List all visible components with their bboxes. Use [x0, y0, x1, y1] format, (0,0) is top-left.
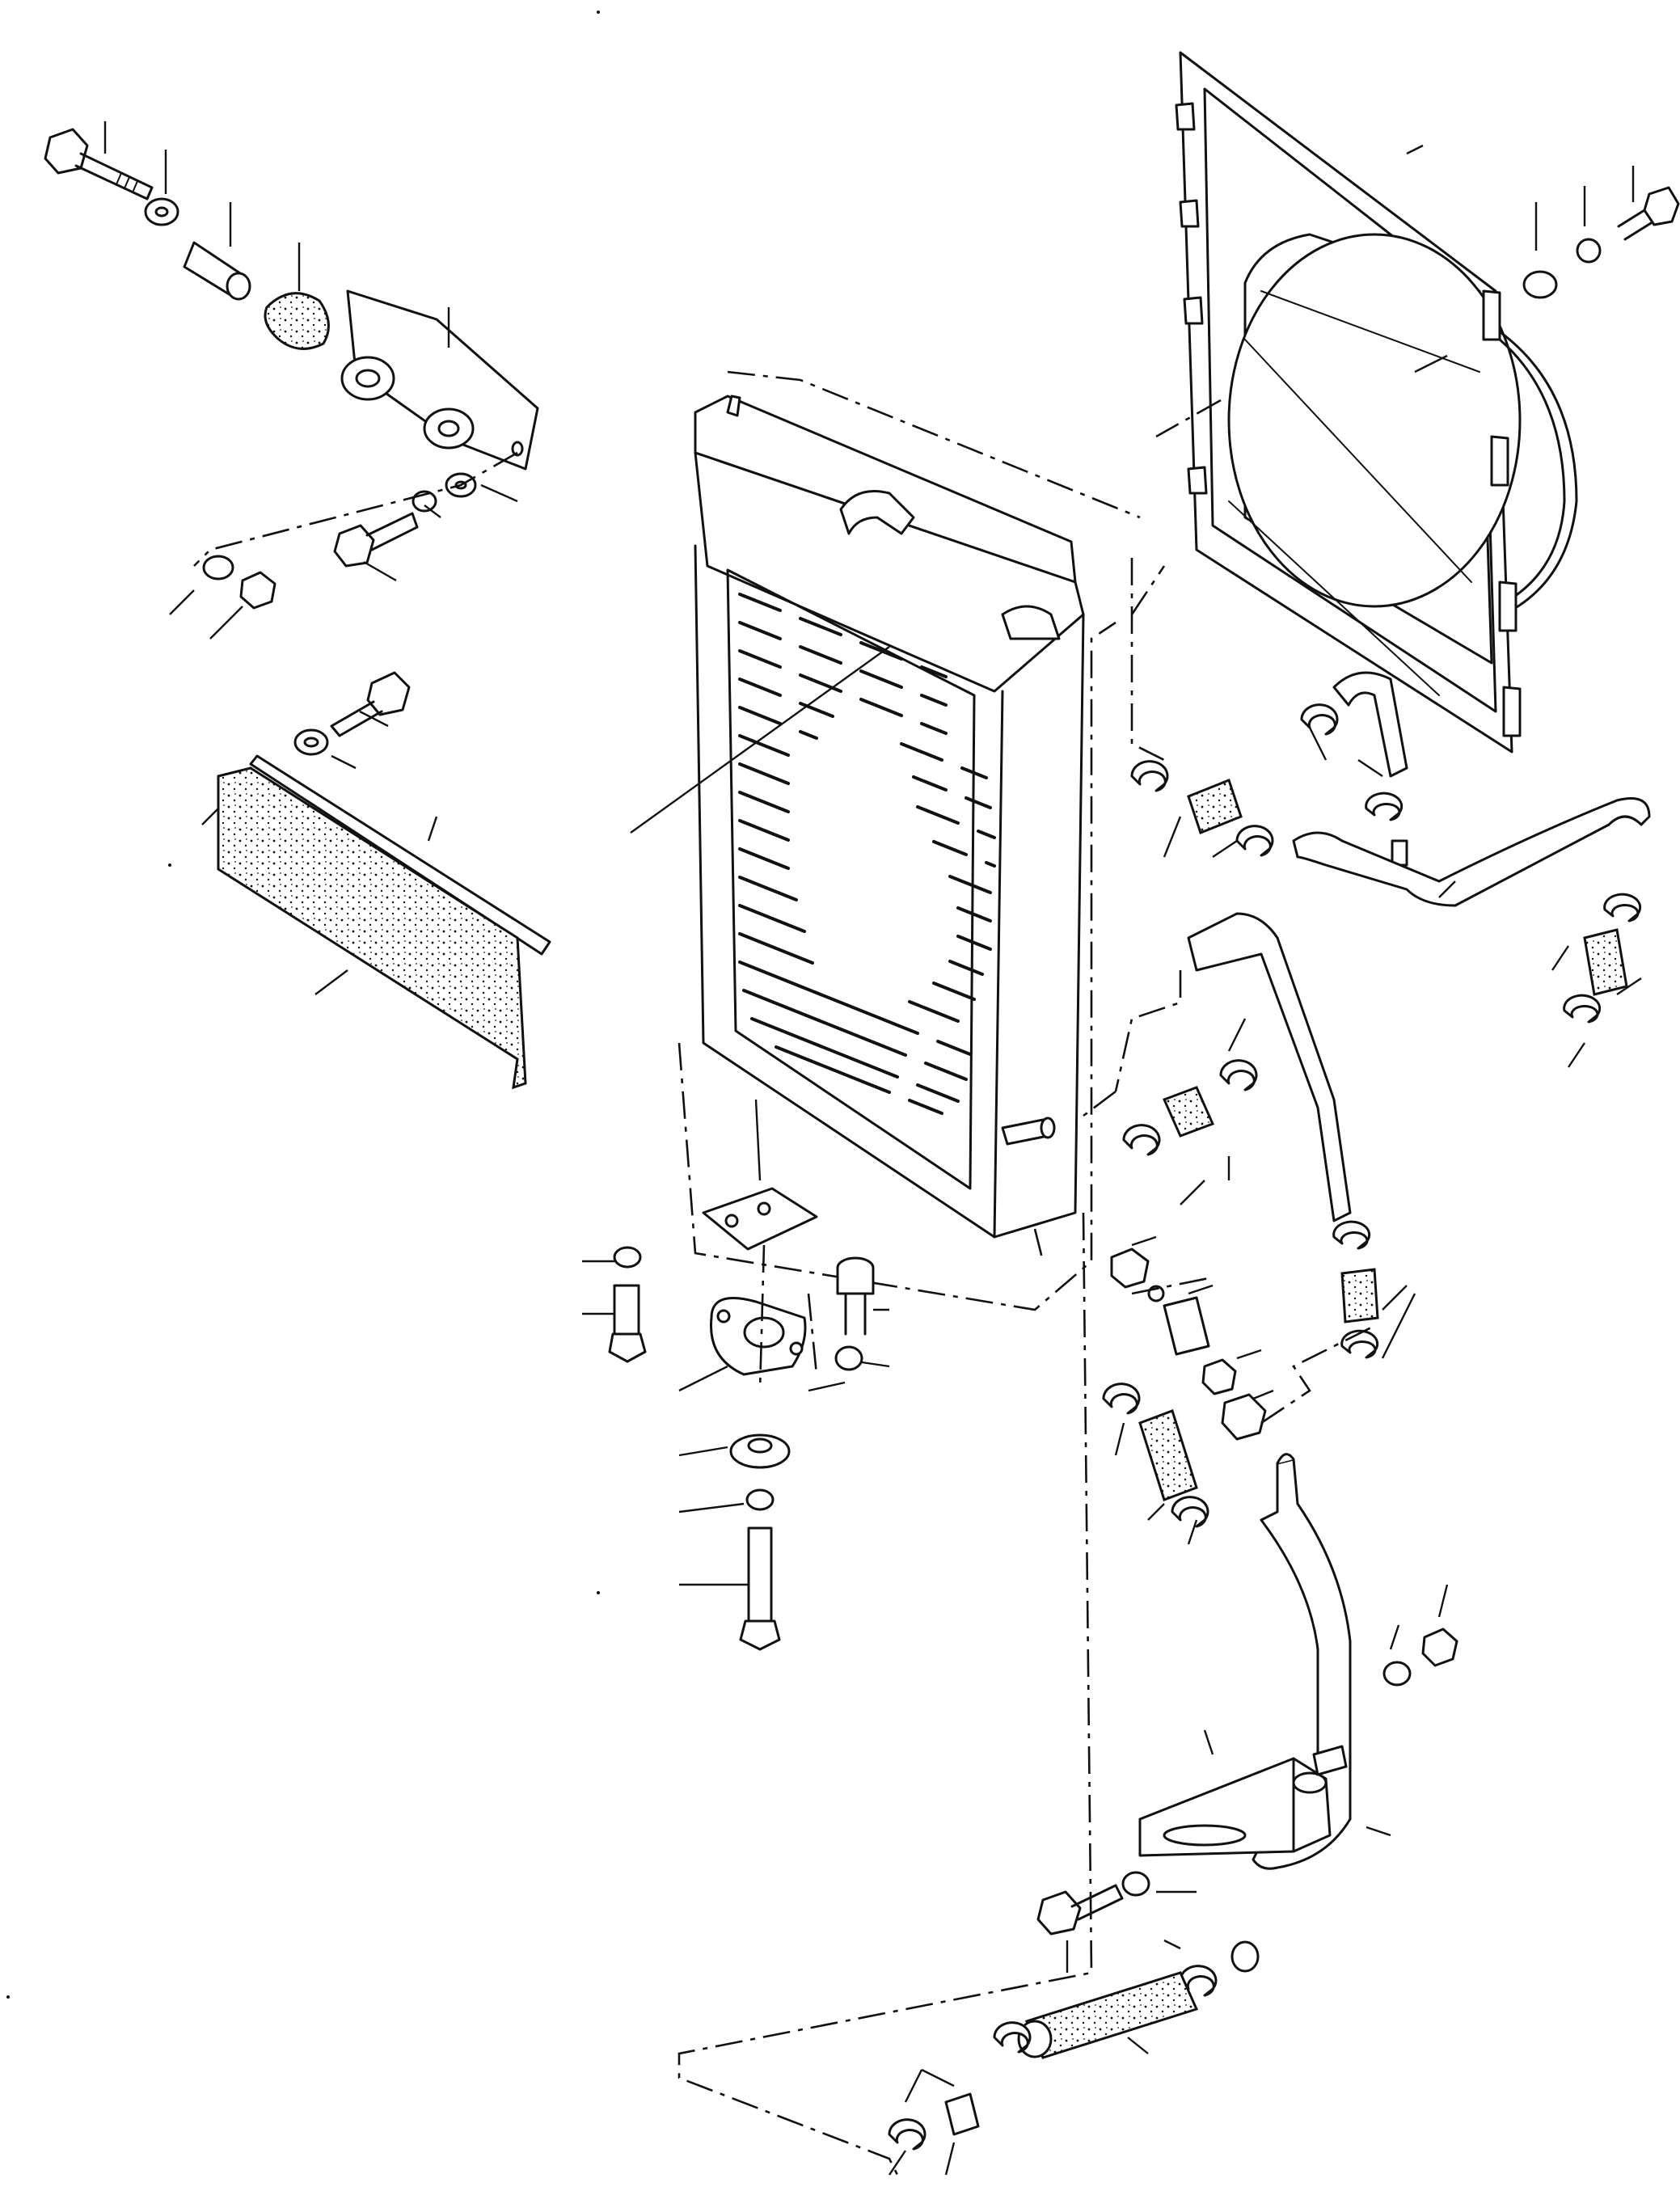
- bracket-bolt: [1036, 1884, 1124, 1936]
- upper-hose-group: [1130, 558, 1651, 1068]
- elbow-nut: [1221, 1393, 1267, 1441]
- mount-bracket: [340, 289, 539, 471]
- long-bolt: [44, 128, 154, 201]
- hose-clamp: [1130, 760, 1169, 792]
- rubber-cushion: [264, 292, 330, 350]
- lock-washer: [1576, 238, 1602, 264]
- lower-mount-group: [582, 1099, 890, 1651]
- overflow-pipe: [1332, 671, 1408, 778]
- mount-plate: [702, 1187, 818, 1251]
- hose-clamp: [1332, 1220, 1371, 1250]
- anti-vibration-mount: [710, 1297, 807, 1376]
- hose-clamp: [1219, 1059, 1258, 1091]
- cap-screw: [836, 1256, 875, 1336]
- hose-clamp: [888, 2118, 927, 2151]
- hose-clamp: [1179, 1965, 1218, 1997]
- shroud-bolt: [1617, 186, 1680, 241]
- bent-pipe: [1187, 912, 1352, 1222]
- stud-bolt: [608, 1284, 647, 1363]
- hose-clamp: [1102, 1383, 1141, 1415]
- hose-clamp: [993, 2021, 1032, 2054]
- hose-clamp: [1235, 825, 1274, 857]
- scan-specks: [6, 11, 600, 1999]
- pipe-bracket: [1138, 1745, 1348, 1857]
- hose-clamp: [1300, 703, 1339, 736]
- washer: [834, 1345, 863, 1371]
- washer: [1382, 1661, 1412, 1687]
- washer: [745, 1488, 775, 1511]
- radiator-grille: [738, 593, 996, 1115]
- short-hose: [1138, 1409, 1198, 1501]
- washer: [202, 555, 234, 580]
- short-hose: [1187, 779, 1243, 834]
- hose-clamp: [1563, 994, 1602, 1024]
- side-panel-group: [201, 671, 551, 1090]
- short-hose: [1340, 1268, 1379, 1324]
- upper-pipe: [1292, 797, 1651, 907]
- fan-opening: [1227, 233, 1522, 608]
- panel-bolt: [330, 671, 411, 737]
- nut: [239, 571, 276, 610]
- threaded-adapter: [1163, 1296, 1210, 1356]
- washer: [613, 1246, 642, 1269]
- hose-clamp: [1340, 1329, 1379, 1359]
- side-panel: [217, 766, 527, 1090]
- radiator: [630, 370, 1141, 1311]
- hose-clamp: [1603, 893, 1642, 922]
- hex-fitting: [1201, 1358, 1237, 1395]
- hose-clamp: [1122, 1124, 1161, 1156]
- mount-long-bolt: [739, 1526, 781, 1651]
- hose-clamp: [1171, 1496, 1209, 1528]
- collar-sleeve: [183, 241, 251, 301]
- fittings-group: [677, 1212, 1458, 2176]
- washer: [1522, 270, 1558, 299]
- bushing: [944, 2092, 980, 2136]
- fan-shroud-group: [1130, 51, 1680, 754]
- middle-pipe-group: [1083, 912, 1416, 1359]
- short-hose: [1583, 928, 1628, 996]
- short-bolt: [333, 512, 419, 568]
- upper-mount-bracket-group: [44, 121, 539, 640]
- union-nut: [1110, 1248, 1150, 1289]
- hose-clamp: [1365, 792, 1404, 821]
- lock-nut: [1421, 1628, 1458, 1667]
- upper-hose-neck: [839, 490, 915, 535]
- washer: [1121, 1871, 1150, 1897]
- lower-hose: [1024, 1971, 1199, 2059]
- short-hose: [1162, 1086, 1215, 1138]
